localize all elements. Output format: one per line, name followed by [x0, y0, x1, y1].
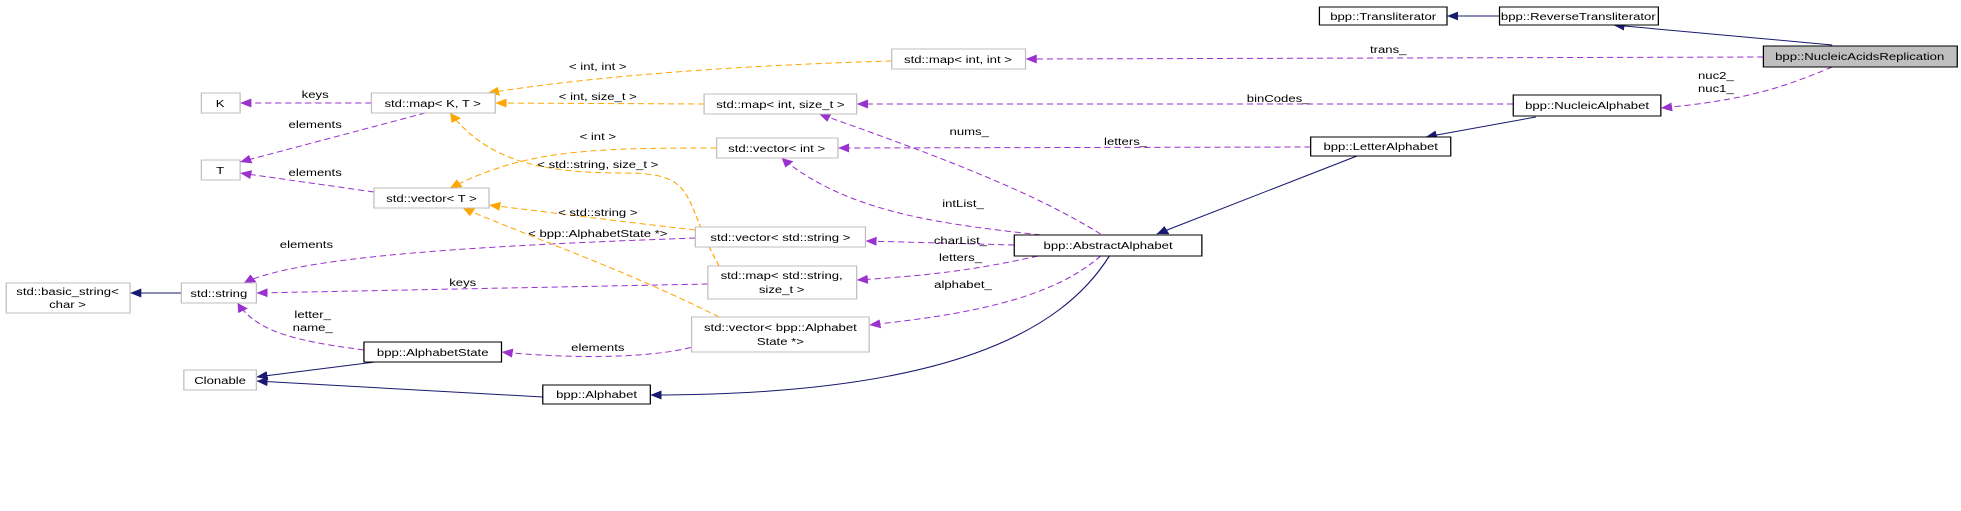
node-string: std::string — [180, 282, 258, 304]
edge-nuc — [1660, 66, 1833, 112]
node-nucleic-acids-replication: bpp::NucleicAcidsReplication — [1762, 45, 1958, 68]
svg-text:std::map< int, size_t >: std::map< int, size_t > — [716, 98, 844, 110]
svg-text:std::string: std::string — [190, 287, 247, 299]
label-tpl-alphabet-state: < bpp::AlphabetState *> — [528, 227, 667, 239]
edge-elements-state — [501, 344, 701, 358]
edge-inherit-alphabet-state — [256, 361, 376, 381]
edge-tpl-int-int — [487, 60, 892, 96]
edge-letters-map — [856, 255, 1039, 284]
edge-letters-vec — [837, 143, 1311, 153]
edges — [130, 11, 1833, 400]
svg-text:char >: char > — [49, 298, 86, 310]
edge-tpl-int — [449, 147, 717, 189]
node-basic-string: std::basic_string<char > — [5, 282, 131, 314]
label-tpl-string: < std::string > — [558, 206, 638, 218]
label-elements-string: elements — [280, 238, 333, 250]
svg-text:std::basic_string<: std::basic_string< — [16, 285, 119, 297]
node-map-int-size-t: std::map< int, size_t > — [703, 93, 858, 115]
edge-inherit-nucleic-alphabet — [1425, 116, 1536, 140]
svg-text:bpp::AbstractAlphabet: bpp::AbstractAlphabet — [1044, 239, 1174, 251]
label-letter: letter_ — [294, 308, 331, 320]
svg-text:T: T — [216, 164, 224, 176]
label-tpl-int-size-t: < int, size_t > — [559, 90, 637, 102]
svg-text:size_t >: size_t > — [759, 283, 805, 295]
edge-letter-name — [237, 302, 365, 351]
node-reverse-transliterator[interactable]: bpp::ReverseTransliterator — [1498, 6, 1659, 26]
node-vector-string: std::vector< std::string > — [694, 226, 867, 248]
node-letter-alphabet[interactable]: bpp::LetterAlphabet — [1310, 136, 1452, 157]
svg-text:std::map< std::string,: std::map< std::string, — [721, 269, 843, 281]
svg-text:bpp::AlphabetState: bpp::AlphabetState — [377, 346, 489, 358]
svg-text:std::vector< int >: std::vector< int > — [728, 142, 825, 154]
label-charlist: charList_ — [934, 234, 988, 246]
svg-text:Clonable: Clonable — [194, 374, 246, 386]
svg-text:bpp::ReverseTransliterator: bpp::ReverseTransliterator — [1501, 10, 1656, 22]
label-elements-vector-t: elements — [289, 166, 342, 178]
node-t: T — [200, 159, 241, 181]
node-vector-alphabet-state: std::vector< bpp::AlphabetState *> — [690, 316, 870, 353]
edge-elements-vector-t — [240, 170, 375, 193]
edge-inherit-abstract-alphabet — [650, 255, 1110, 400]
svg-text:std::map< int, int >: std::map< int, int > — [904, 53, 1012, 65]
label-nums: nums_ — [950, 125, 990, 137]
svg-text:bpp::LetterAlphabet: bpp::LetterAlphabet — [1323, 140, 1438, 152]
label-nuc1: nuc1_ — [1698, 82, 1734, 94]
label-tpl-int-int: < int, int > — [569, 60, 627, 72]
svg-text:std::vector< std::string >: std::vector< std::string > — [710, 231, 850, 243]
svg-text:std::vector< bpp::Alphabet: std::vector< bpp::Alphabet — [704, 321, 858, 333]
label-elements-map-t: elements — [289, 118, 342, 130]
node-nucleic-alphabet[interactable]: bpp::NucleicAlphabet — [1512, 94, 1662, 117]
label-alphabet: alphabet_ — [934, 278, 992, 290]
label-intlist: intList_ — [942, 197, 984, 209]
node-map-string-size-t: std::map< std::string,size_t > — [707, 265, 858, 300]
nodes: bpp::Transliterator bpp::ReverseTranslit… — [5, 6, 1958, 405]
label-elements-state: elements — [571, 341, 624, 353]
svg-text:K: K — [216, 97, 225, 109]
edge-trans — [1025, 54, 1764, 64]
label-letters-vec: letters_ — [1104, 135, 1147, 147]
edge-keys-string — [256, 283, 708, 298]
edge-elements-string — [243, 237, 696, 284]
node-vector-int: std::vector< int > — [715, 137, 839, 159]
svg-text:bpp::Alphabet: bpp::Alphabet — [556, 388, 638, 400]
node-map-k-t: std::map< K, T > — [370, 92, 496, 114]
edge-inherit-nar — [1613, 21, 1833, 46]
edge-tpl-int-size-t — [495, 98, 705, 108]
node-alphabet-state[interactable]: bpp::AlphabetState — [363, 341, 503, 363]
label-trans: trans_ — [1370, 43, 1407, 55]
label-keys-k: keys — [302, 88, 329, 100]
label-nuc2: nuc2_ — [1698, 69, 1734, 81]
label-keys-string: keys — [449, 276, 476, 288]
label-name: name_ — [293, 321, 334, 333]
edge-intlist — [781, 157, 1051, 237]
label-bincodes: binCodes_ — [1247, 92, 1310, 104]
edge-tpl-string-size-t — [449, 112, 720, 267]
edge-elements-map-t — [239, 112, 426, 164]
svg-text:std::map< K, T >: std::map< K, T > — [384, 97, 481, 109]
svg-text:bpp::NucleicAcidsReplication: bpp::NucleicAcidsReplication — [1775, 50, 1944, 62]
edge-labels: trans_ nuc2_ nuc1_ binCodes_ letters_ nu… — [280, 43, 1734, 353]
label-tpl-int: < int > — [580, 130, 617, 142]
svg-text:std::vector< T >: std::vector< T > — [386, 192, 477, 204]
edge-charlist — [865, 236, 1015, 246]
node-alphabet[interactable]: bpp::Alphabet — [542, 384, 651, 405]
edge-nums — [818, 113, 1101, 235]
label-letters-map: letters_ — [939, 251, 982, 263]
edge-tpl-string — [488, 201, 696, 231]
svg-text:State *>: State *> — [757, 335, 804, 347]
label-tpl-string-size-t: < std::string, size_t > — [537, 158, 658, 170]
svg-text:bpp::Transliterator: bpp::Transliterator — [1330, 10, 1436, 22]
node-vector-t: std::vector< T > — [373, 187, 490, 209]
node-abstract-alphabet[interactable]: bpp::AbstractAlphabet — [1013, 234, 1203, 257]
node-k: K — [200, 92, 241, 114]
node-clonable: Clonable — [183, 369, 258, 391]
edge-inherit-letter-alphabet — [1156, 155, 1358, 235]
node-map-int-int: std::map< int, int > — [891, 48, 1027, 70]
edge-inherit-alphabet — [256, 377, 543, 398]
edge-tpl-alphabet-state — [462, 207, 720, 318]
node-transliterator[interactable]: bpp::Transliterator — [1318, 6, 1448, 26]
svg-text:bpp::NucleicAlphabet: bpp::NucleicAlphabet — [1525, 99, 1650, 111]
